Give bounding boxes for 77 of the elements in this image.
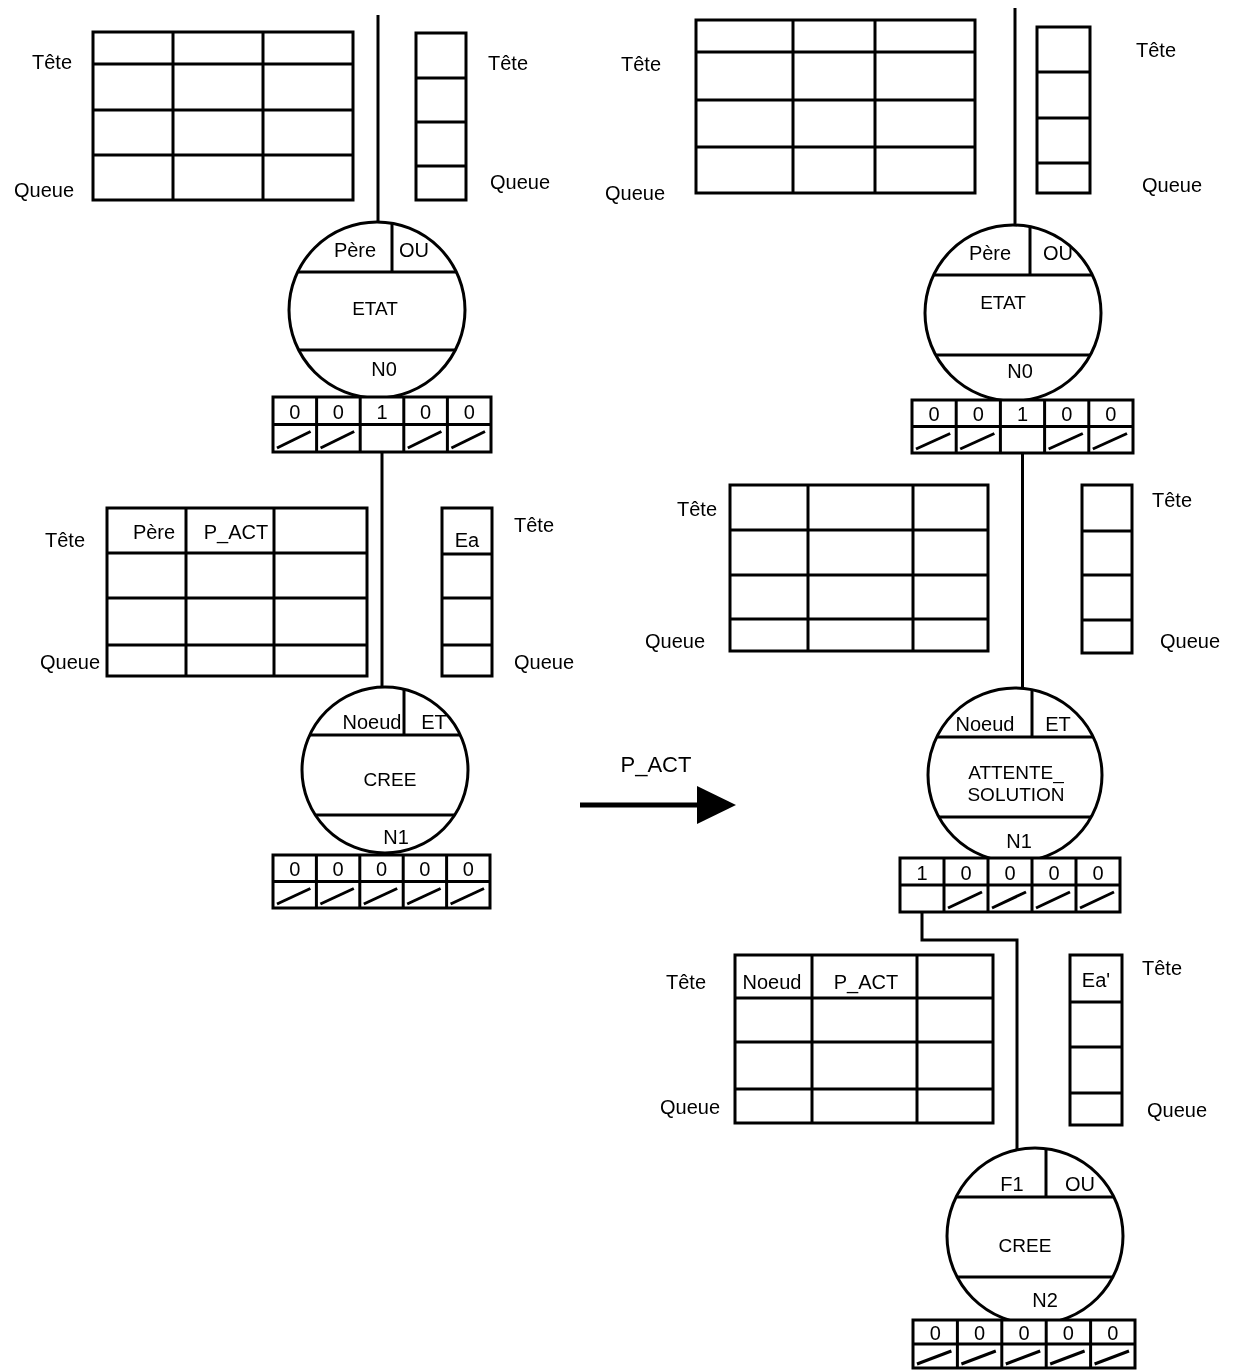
field-label: Père bbox=[333, 239, 377, 261]
row-label: Queue bbox=[39, 651, 101, 673]
row-label: Queue bbox=[644, 630, 706, 652]
state-label: CREE bbox=[997, 1235, 1053, 1257]
row-label: Queue bbox=[1141, 174, 1203, 196]
row-label: Queue bbox=[604, 182, 666, 204]
cell-text: Ea' bbox=[1081, 969, 1111, 991]
bit-value: 0 bbox=[1018, 1322, 1030, 1344]
bit-value: 1 bbox=[376, 400, 388, 423]
row-label: Tête bbox=[45, 529, 85, 551]
bit-value: 0 bbox=[1061, 403, 1073, 426]
bit-value: 0 bbox=[462, 858, 474, 881]
row-label: Queue bbox=[1159, 630, 1221, 652]
connector-line bbox=[376, 15, 380, 222]
bit-value: 0 bbox=[1062, 1322, 1074, 1344]
state-label: CREE bbox=[362, 769, 418, 791]
connector-line bbox=[920, 912, 1019, 1150]
row-label: Tête bbox=[514, 514, 554, 536]
bit-value: 1 bbox=[1016, 403, 1029, 426]
node-id: N0 bbox=[371, 358, 397, 380]
row-label: Queue bbox=[513, 651, 575, 673]
bit-value: 0 bbox=[419, 858, 431, 881]
field-label: Noeud bbox=[955, 713, 1015, 735]
bit-value: 0 bbox=[332, 858, 344, 881]
bit-value: 0 bbox=[928, 403, 940, 426]
node-id: N1 bbox=[383, 826, 409, 848]
bit-value: 0 bbox=[289, 858, 301, 881]
field-label: OU bbox=[399, 239, 429, 261]
cell-text: P_ACT bbox=[203, 521, 269, 543]
bit-value: 0 bbox=[960, 861, 972, 884]
row-label: Tête bbox=[32, 51, 72, 73]
row-label: Tête bbox=[621, 53, 661, 75]
field-label: ET bbox=[421, 711, 447, 733]
row-label: Queue bbox=[13, 179, 75, 201]
field-label: OU bbox=[1065, 1173, 1095, 1195]
cell-text: Ea bbox=[454, 529, 480, 551]
node-id: N1 bbox=[1006, 830, 1032, 852]
row-label: Tête bbox=[1152, 489, 1192, 511]
row-label: Queue bbox=[659, 1096, 721, 1118]
field-label: Père bbox=[968, 242, 1012, 264]
state-label: ATTENTE_ SOLUTION bbox=[966, 762, 1066, 806]
row-label: Tête bbox=[488, 52, 528, 74]
bit-value: 0 bbox=[375, 858, 388, 881]
connector-line bbox=[380, 452, 384, 688]
bit-value: 0 bbox=[332, 400, 344, 423]
cell-text: P_ACT bbox=[833, 971, 899, 993]
node-id: N0 bbox=[1007, 360, 1033, 382]
row-label: Tête bbox=[666, 971, 706, 993]
bit-value: 0 bbox=[974, 1322, 986, 1344]
node-id: N2 bbox=[1032, 1289, 1058, 1311]
arrow-label: P_ACT bbox=[620, 754, 692, 776]
connector-line bbox=[1021, 453, 1024, 689]
cell-text: Père bbox=[132, 521, 176, 543]
bit-value: 0 bbox=[1048, 861, 1060, 884]
bit-value: 0 bbox=[1092, 861, 1104, 884]
row-label: Tête bbox=[1136, 39, 1176, 61]
field-label: OU bbox=[1043, 242, 1073, 264]
bit-value: 1 bbox=[916, 861, 928, 884]
row-label: Queue bbox=[489, 171, 551, 193]
row-label: Tête bbox=[1142, 957, 1182, 979]
bit-value: 0 bbox=[1107, 1322, 1119, 1344]
field-label: ET bbox=[1045, 713, 1071, 735]
row-label: Queue bbox=[1146, 1099, 1208, 1121]
bit-value: 0 bbox=[463, 400, 475, 423]
state-label: ETAT bbox=[351, 298, 399, 320]
bit-value: 0 bbox=[972, 403, 984, 426]
bit-value: 0 bbox=[929, 1322, 941, 1344]
field-label: Noeud bbox=[342, 711, 402, 733]
field-label: F1 bbox=[1000, 1173, 1024, 1195]
bit-value: 0 bbox=[289, 400, 301, 423]
row-label: Tête bbox=[677, 498, 717, 520]
state-label: ETAT bbox=[979, 292, 1027, 314]
bit-value: 0 bbox=[420, 400, 432, 423]
cell-text: Noeud bbox=[742, 971, 802, 993]
bit-value: 0 bbox=[1105, 403, 1117, 426]
connector-line bbox=[1013, 8, 1017, 225]
bit-value: 0 bbox=[1004, 861, 1016, 884]
